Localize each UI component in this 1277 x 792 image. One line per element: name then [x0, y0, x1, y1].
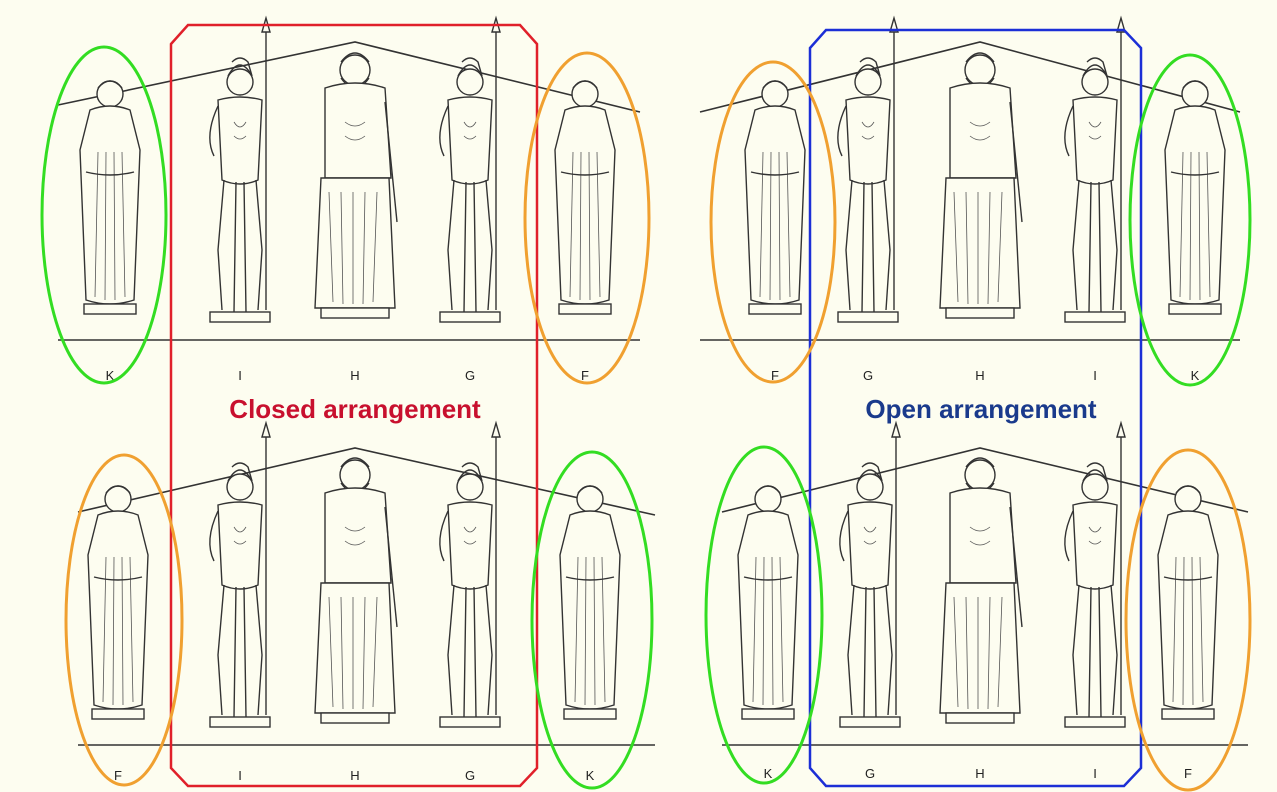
- statue-figure-h: [315, 53, 397, 318]
- statue-figure-h: [940, 53, 1022, 318]
- statue-figure-h: [315, 458, 397, 723]
- statue-figure-i: [210, 18, 270, 322]
- figure-label: K: [586, 768, 595, 783]
- closed-arrangement-title: Closed arrangement: [229, 394, 481, 424]
- statue-figure-i: [1065, 18, 1125, 322]
- figure-label: F: [114, 768, 122, 783]
- figure-label: H: [350, 768, 359, 783]
- statue-figure-g: [840, 423, 900, 727]
- open-arrangement-title: Open arrangement: [865, 394, 1097, 424]
- figure-label: I: [1093, 368, 1097, 383]
- statue-figure-f: [1158, 486, 1218, 719]
- statue-figure-k: [560, 486, 620, 719]
- statue-figure-k: [1165, 81, 1225, 314]
- statue-figure-i: [210, 423, 270, 727]
- statue-figure-f: [88, 486, 148, 719]
- figure-label: G: [863, 368, 873, 383]
- figure-label: K: [764, 766, 773, 781]
- figure-label: G: [465, 768, 475, 783]
- figure-label: I: [1093, 766, 1097, 781]
- statue-figure-f: [555, 81, 615, 314]
- statue-figure-h: [940, 458, 1022, 723]
- figure-label: K: [1191, 368, 1200, 383]
- statue-figure-k: [738, 486, 798, 719]
- figure-label: H: [350, 368, 359, 383]
- figure-label: I: [238, 768, 242, 783]
- statue-figure-g: [838, 18, 898, 322]
- figure-label: H: [975, 766, 984, 781]
- statue-figure-f: [745, 81, 805, 314]
- figure-label: F: [581, 368, 589, 383]
- figure-label: I: [238, 368, 242, 383]
- figure-label: H: [975, 368, 984, 383]
- figure-label: G: [865, 766, 875, 781]
- statue-figure-k: [80, 81, 140, 314]
- figure-label: F: [1184, 766, 1192, 781]
- statue-figure-g: [440, 18, 500, 322]
- statue-figure-i: [1065, 423, 1125, 727]
- figure-label: G: [465, 368, 475, 383]
